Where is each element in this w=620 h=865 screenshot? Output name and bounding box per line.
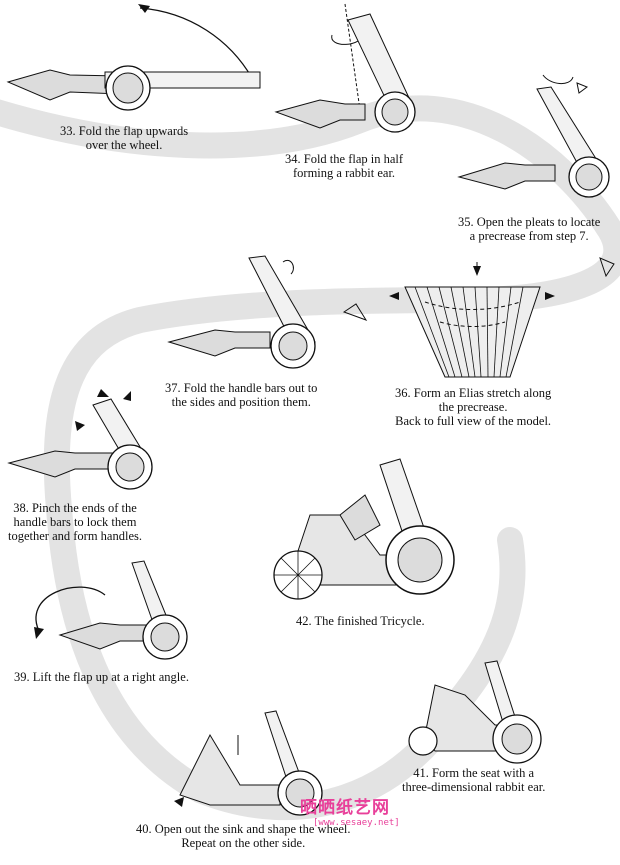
step-38-diagram <box>5 385 165 495</box>
watermark-logo: 晒晒纸艺网 <box>300 793 390 818</box>
step-41-caption: 41. Form the seat with a three-dimension… <box>402 766 545 794</box>
step-41-line-1: 41. Form the seat with a <box>402 766 545 780</box>
step-36-caption: 36. Form an Elias stretch along the prec… <box>395 386 551 428</box>
step-38-caption: 38. Pinch the ends of the handle bars to… <box>8 501 142 543</box>
step-34-line-2: forming a rabbit ear. <box>285 166 403 180</box>
step-36-line-1: 36. Form an Elias stretch along <box>395 386 551 400</box>
step-42-line-1: 42. The finished Tricycle. <box>296 614 425 628</box>
step-41-diagram <box>405 655 555 765</box>
step-36-line-3: Back to full view of the model. <box>395 414 551 428</box>
step-34-line-1: 34. Fold the flap in half <box>285 152 403 166</box>
step-41-line-2: three-dimensional rabbit ear. <box>402 780 545 794</box>
step-38-line-3: together and form handles. <box>8 529 142 543</box>
turn-over-arrow-icon <box>596 254 618 280</box>
step-38-line-1: 38. Pinch the ends of the <box>8 501 142 515</box>
step-33-line-2: over the wheel. <box>60 138 188 152</box>
step-35-line-1: 35. Open the pleats to locate <box>458 215 600 229</box>
step-33-caption: 33. Fold the flap upwards over the wheel… <box>60 124 188 152</box>
step-39-caption: 39. Lift the flap up at a right angle. <box>14 670 189 684</box>
step-34-diagram <box>270 0 430 150</box>
step-33-diagram <box>0 0 270 120</box>
step-33-line-1: 33. Fold the flap upwards <box>60 124 188 138</box>
rotate-arrow-icon <box>340 302 370 324</box>
step-38-line-2: handle bars to lock them <box>8 515 142 529</box>
step-34-caption: 34. Fold the flap in half forming a rabb… <box>285 152 403 180</box>
step-37-line-1: 37. Fold the handle bars out to <box>165 381 317 395</box>
step-40-line-2: Repeat on the other side. <box>136 836 351 850</box>
watermark-url: [www.sesaey.net] <box>313 818 400 828</box>
step-37-diagram <box>165 250 330 375</box>
step-42-diagram <box>270 455 470 605</box>
step-35-diagram <box>455 65 615 200</box>
step-37-line-2: the sides and position them. <box>165 395 317 409</box>
step-37-caption: 37. Fold the handle bars out to the side… <box>165 381 317 409</box>
step-39-diagram <box>20 555 195 665</box>
step-39-line-1: 39. Lift the flap up at a right angle. <box>14 670 189 684</box>
step-42-caption: 42. The finished Tricycle. <box>296 614 425 628</box>
step-36-diagram <box>385 262 565 392</box>
step-35-caption: 35. Open the pleats to locate a precreas… <box>458 215 600 243</box>
step-36-line-2: the precrease. <box>395 400 551 414</box>
step-35-line-2: a precrease from step 7. <box>458 229 600 243</box>
